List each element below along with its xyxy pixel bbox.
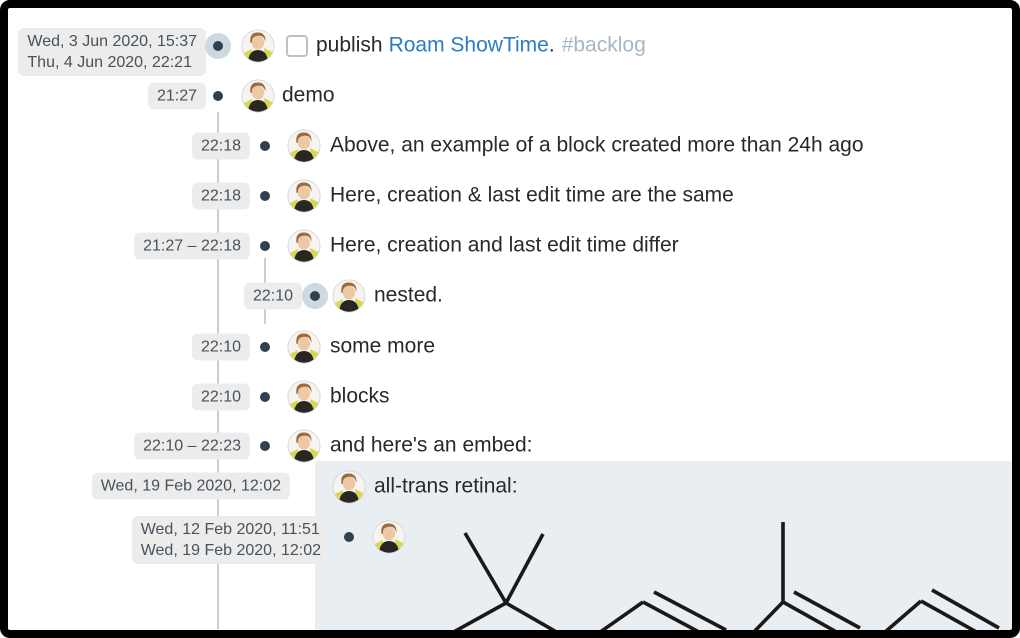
- timestamp-badge: 22:10: [243, 282, 302, 310]
- timestamp-badge: 22:10 – 22:23: [134, 432, 250, 460]
- timestamp-badge: 21:27 – 22:18: [134, 232, 250, 260]
- block-bullet[interactable]: [252, 183, 278, 209]
- bullet-dot-icon: [260, 241, 270, 251]
- timestamp-badge: Wed, 19 Feb 2020, 12:02: [91, 472, 290, 500]
- text-period[interactable]: .: [548, 33, 555, 57]
- page-link-roam-showtime[interactable]: Roam ShowTime: [388, 33, 549, 57]
- user-avatar: [288, 180, 321, 213]
- created-time: 21:27: [156, 87, 197, 105]
- user-avatar: [288, 331, 321, 364]
- block-bullet[interactable]: [205, 33, 231, 59]
- created-time: 22:18: [200, 187, 241, 205]
- created-time: 22:10: [252, 287, 293, 305]
- user-avatar: [333, 471, 366, 504]
- edited-time: Thu, 4 Jun 2020, 22:21: [27, 54, 192, 71]
- created-time: 22:10: [200, 338, 241, 356]
- user-avatar: [242, 80, 275, 113]
- block-text-embed-header[interactable]: all-trans retinal:: [374, 474, 518, 498]
- block-bullet[interactable]: [336, 524, 362, 550]
- user-avatar: [288, 130, 321, 163]
- timestamp-badge: 22:10: [191, 383, 250, 411]
- block-text[interactable]: Here, creation & last edit time are the …: [330, 183, 734, 207]
- bullet-dot-icon: [260, 342, 270, 352]
- block-text-embed-intro[interactable]: and here's an embed:: [330, 433, 533, 457]
- bullet-dot-icon: [213, 41, 223, 51]
- created-time: Wed, 12 Feb 2020, 11:51: [140, 521, 320, 538]
- todo-checkbox[interactable]: [286, 35, 308, 57]
- timestamp-badge: 22:18: [191, 182, 250, 210]
- block-bullet[interactable]: [252, 384, 278, 410]
- bullet-dot-icon: [260, 392, 270, 402]
- block-text[interactable]: some more: [330, 334, 436, 358]
- block-embed-panel: [315, 461, 1012, 630]
- timestamp-badge: 22:10: [191, 333, 250, 361]
- block-text[interactable]: blocks: [330, 384, 390, 408]
- timestamp-badge: 22:18: [191, 132, 250, 160]
- timestamp-badge: Wed, 12 Feb 2020, 11:51 Wed, 19 Feb 2020…: [131, 516, 330, 564]
- retinal-molecule-drawing: [453, 522, 1000, 630]
- created-edited-range: 22:10 – 22:23: [143, 437, 241, 455]
- hashtag-backlog[interactable]: #backlog: [561, 33, 646, 57]
- block-bullet[interactable]: [252, 334, 278, 360]
- user-avatar: [288, 230, 321, 263]
- block-text-nested[interactable]: nested.: [374, 283, 443, 307]
- block-text[interactable]: Above, an example of a block created mor…: [330, 133, 864, 157]
- text-publish[interactable]: publish: [316, 33, 383, 57]
- created-time: 22:10: [200, 388, 241, 406]
- edited-time: Wed, 19 Feb 2020, 12:02: [100, 477, 281, 495]
- user-avatar: [333, 280, 366, 313]
- block-bullet[interactable]: [252, 133, 278, 159]
- user-avatar: [373, 521, 406, 554]
- thread-line: [217, 112, 219, 629]
- created-edited-range: 21:27 – 22:18: [143, 237, 241, 255]
- bullet-dot-icon: [213, 91, 223, 101]
- bullet-dot-icon: [260, 191, 270, 201]
- created-time: 22:18: [200, 137, 241, 155]
- bullet-dot-icon: [310, 291, 320, 301]
- user-avatar: [242, 30, 275, 63]
- timestamp-badge: 21:27: [147, 82, 206, 110]
- edited-time: Wed, 19 Feb 2020, 12:02: [140, 542, 321, 559]
- timestamp-badge: Wed, 3 Jun 2020, 15:37 Thu, 4 Jun 2020, …: [18, 28, 206, 76]
- block-bullet[interactable]: [252, 433, 278, 459]
- created-time: Wed, 3 Jun 2020, 15:37: [27, 33, 197, 50]
- bullet-dot-icon: [344, 532, 354, 542]
- block-text-demo[interactable]: demo: [282, 83, 335, 107]
- block-bullet[interactable]: [252, 233, 278, 259]
- bullet-dot-icon: [260, 441, 270, 451]
- bullet-dot-icon: [260, 141, 270, 151]
- user-avatar: [288, 430, 321, 463]
- block-text[interactable]: Here, creation and last edit time differ: [330, 233, 679, 257]
- block-bullet[interactable]: [205, 83, 231, 109]
- user-avatar: [288, 381, 321, 414]
- block-bullet[interactable]: [302, 283, 328, 309]
